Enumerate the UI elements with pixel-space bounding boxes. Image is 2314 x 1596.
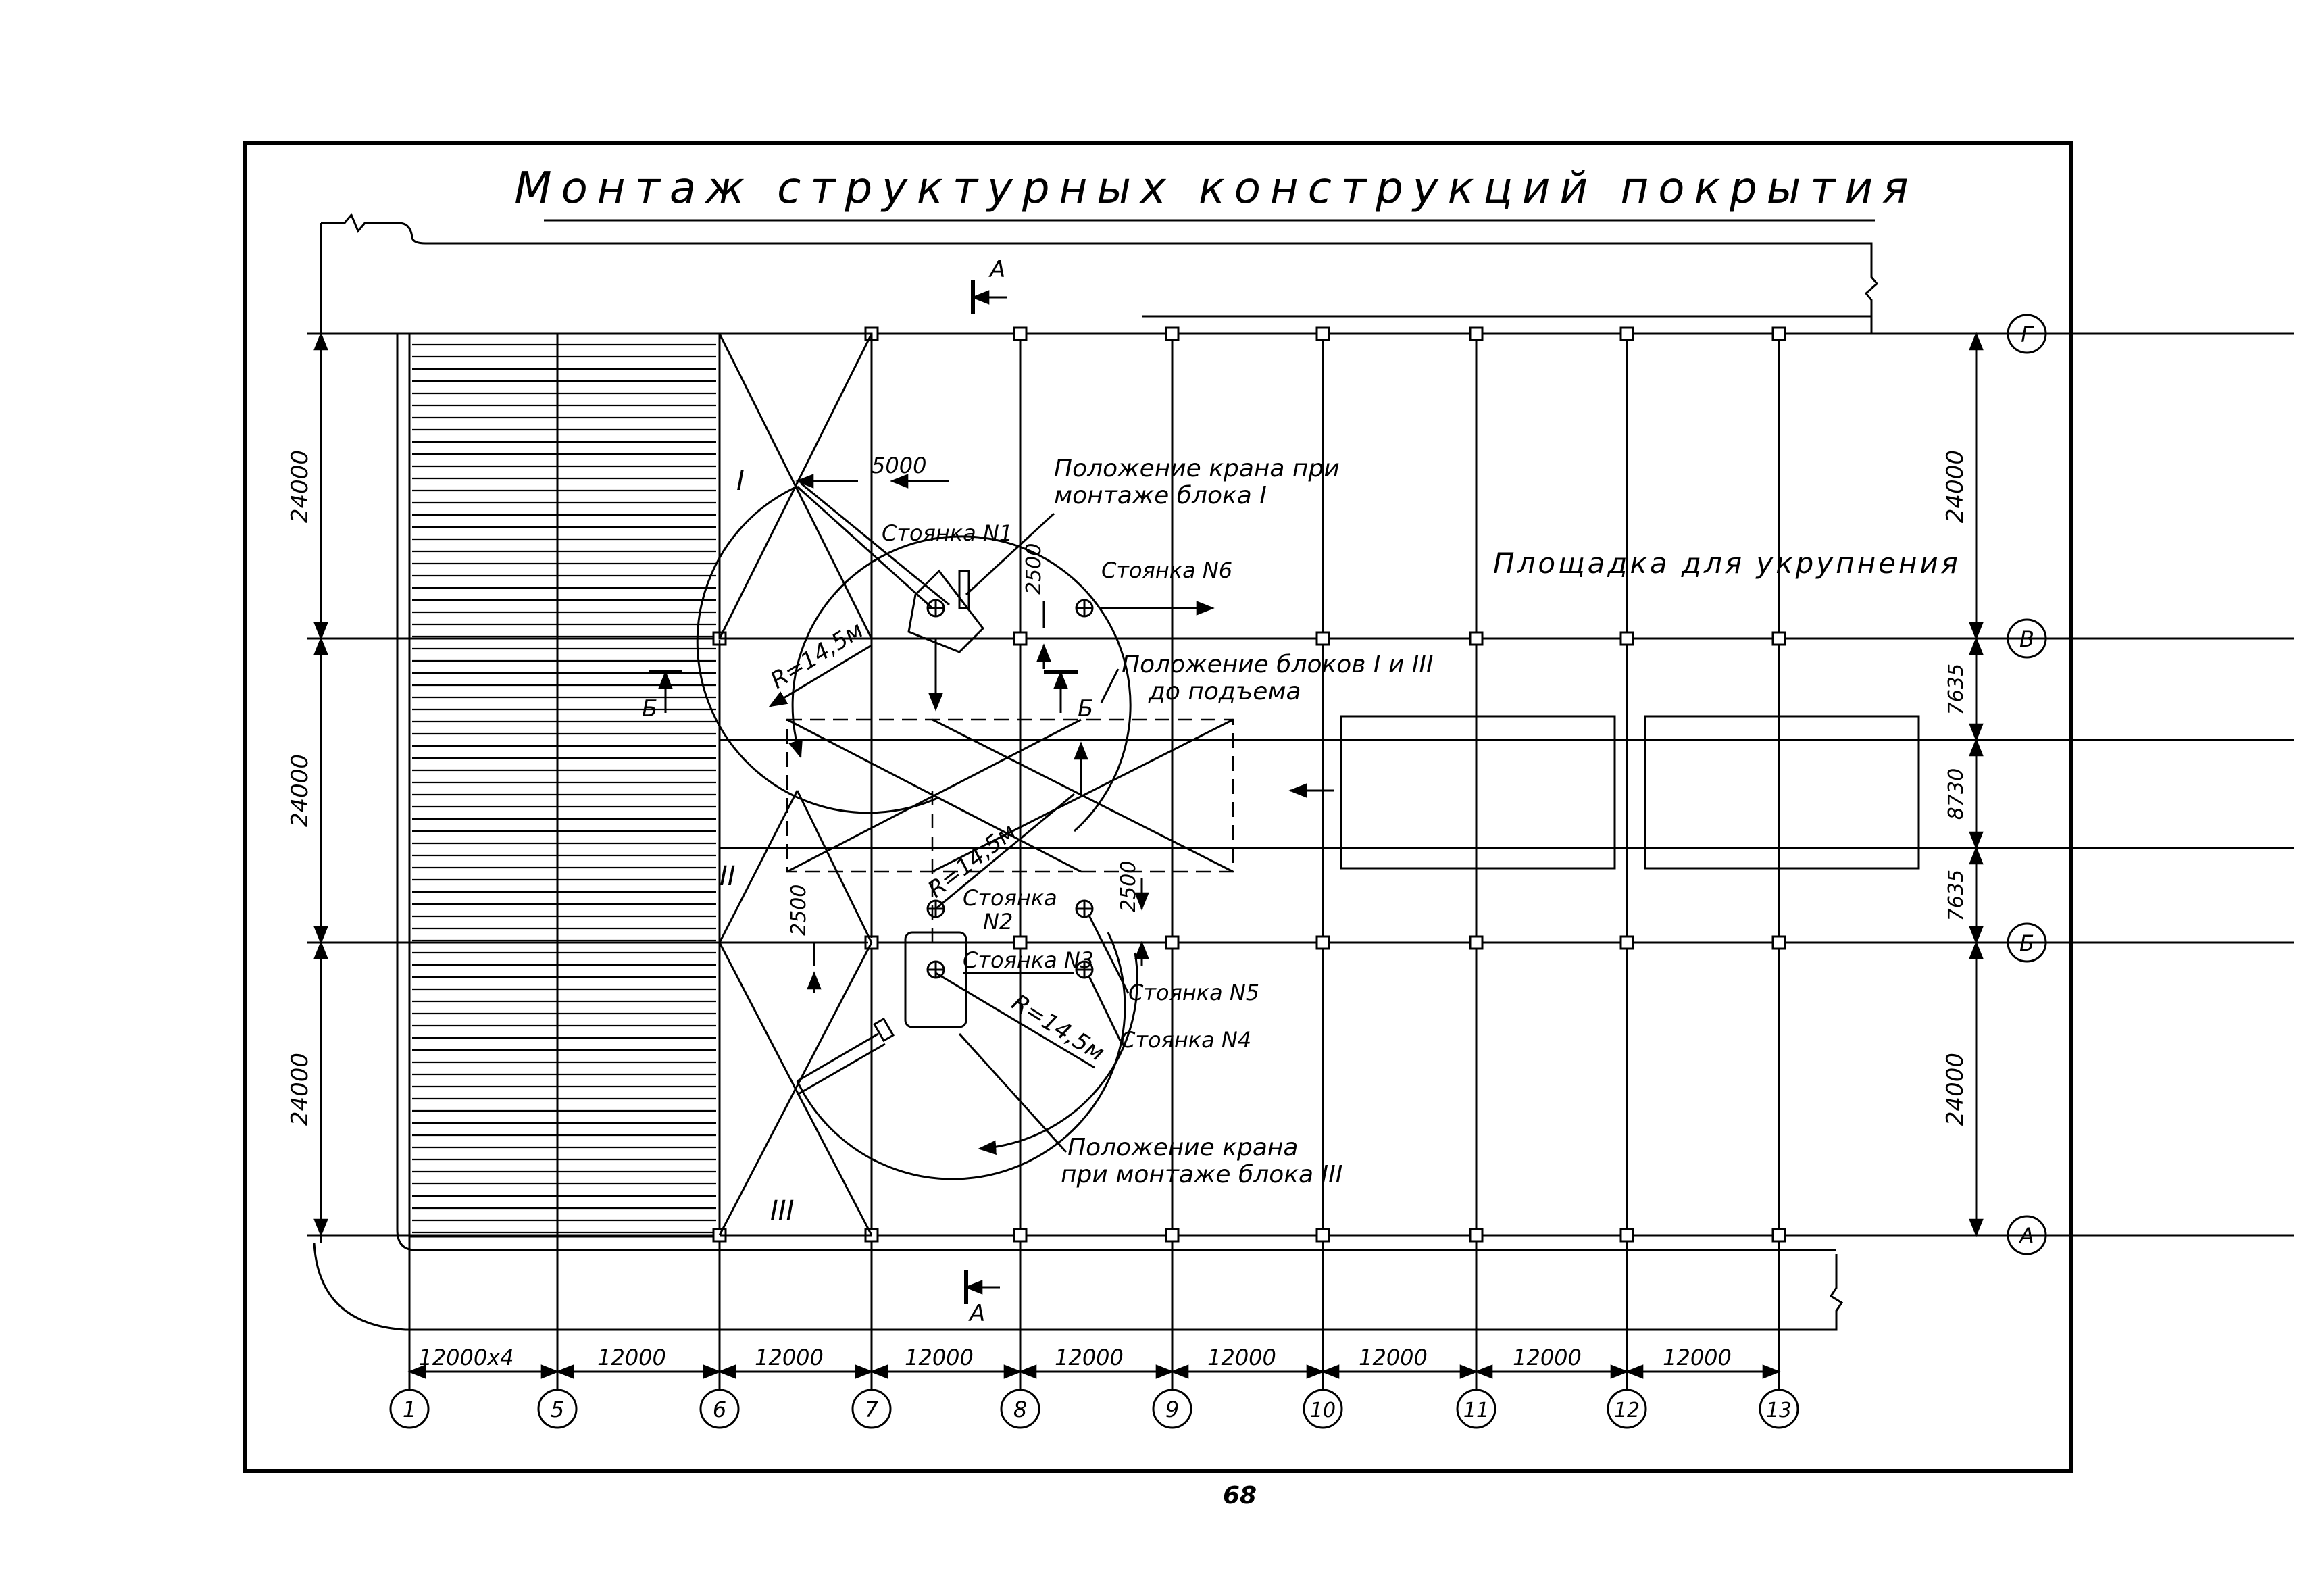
bottom-dim-2: 12000 — [597, 1345, 666, 1370]
crane-block3-label-line1: Положение крана — [1067, 1134, 1299, 1162]
block-label-III: III — [770, 1195, 794, 1226]
crane-block3-leader — [958, 1032, 1067, 1153]
section-marker-aa-top — [971, 280, 1007, 314]
bottom-dim-5: 12000 — [1055, 1345, 1124, 1370]
stop2-label-line1: Стоянка — [963, 885, 1057, 911]
drawing-title: Монтаж структурных конструкций покрытия — [514, 164, 1917, 214]
offset-dimensions — [795, 474, 1149, 993]
radius-3-line — [935, 972, 1095, 1069]
radius-1-line — [768, 644, 872, 707]
axis-row-V: В — [2019, 626, 2034, 652]
bottom-dim-3: 12000 — [755, 1345, 824, 1370]
stop4-label: Стоянка N4 — [1120, 1027, 1251, 1053]
right-dim-3: 8730 — [1944, 768, 1968, 820]
crane-swing-arcs — [696, 485, 1138, 1180]
offset-5000: 5000 — [872, 453, 926, 478]
assembly-area-label: Площадка для укрупнения — [1493, 547, 1961, 580]
radius-3-label: R=14,5м — [1007, 989, 1109, 1067]
bottom-dim-8: 12000 — [1513, 1345, 1582, 1370]
right-dim-4: 7635 — [1944, 870, 1968, 921]
bottom-dim-1: 12000х4 — [418, 1345, 513, 1370]
radius-2-line — [935, 793, 1075, 910]
crane-stops — [926, 599, 1215, 979]
bottom-dim-7: 12000 — [1359, 1345, 1428, 1370]
page-number: 68 — [1223, 1482, 1257, 1510]
axis-col-6: 6 — [713, 1397, 726, 1422]
section-marker-bb-left — [649, 670, 682, 713]
block-label-II: II — [720, 861, 736, 892]
assembly-platforms — [1288, 715, 1920, 870]
crane-block1-label-line2: монтаже блока I — [1054, 482, 1267, 509]
right-dim-5: 24000 — [1942, 1053, 1969, 1126]
section-bb-left-label: Б — [642, 695, 657, 722]
axis-row-B: Б — [2019, 930, 2034, 956]
section-bb-right-label: Б — [1078, 695, 1093, 722]
stop5-label: Стоянка N5 — [1128, 980, 1259, 1005]
blocks-before-label-line1: Положение блоков I и III — [1122, 651, 1434, 678]
stop5-leader — [1088, 915, 1130, 994]
axis-col-5: 5 — [551, 1397, 564, 1422]
offset-2500-a: 2500 — [1022, 543, 1046, 595]
blocks-before-label-line2: до подъема — [1148, 678, 1301, 705]
stop3-label: Стоянка N3 — [963, 947, 1094, 973]
row-axis-lines — [307, 332, 2294, 1237]
left-dim-1: 24000 — [286, 450, 313, 523]
left-dim-3: 24000 — [286, 1053, 313, 1126]
right-dim-2: 7635 — [1944, 664, 1968, 715]
section-aa-top-label: А — [988, 256, 1005, 283]
crane-block1-leader — [965, 512, 1055, 596]
axis-row-G: Г — [2021, 322, 2034, 347]
block-label-I: I — [736, 466, 745, 497]
column-axis-bubbles — [389, 1389, 1799, 1429]
crane-block1-label-line1: Положение крана при — [1054, 455, 1340, 482]
axis-col-1: 1 — [403, 1397, 416, 1422]
stop2-label-line2: N2 — [983, 909, 1013, 934]
axis-row-A: А — [2018, 1223, 2034, 1249]
axis-col-7: 7 — [865, 1397, 879, 1422]
blocks-before-lifting — [720, 718, 2294, 873]
section-marker-aa-bottom — [964, 1270, 1000, 1304]
crane-booms — [796, 482, 984, 1096]
axis-col-10: 10 — [1310, 1399, 1336, 1422]
axis-col-9: 9 — [1165, 1397, 1179, 1422]
stop1-label: Стоянка N1 — [882, 520, 1013, 546]
completed-roof-area — [396, 332, 721, 1251]
axis-col-8: 8 — [1013, 1397, 1027, 1422]
blocks-before-leader — [1100, 668, 1120, 703]
offset-2500-b: 2500 — [787, 884, 811, 936]
right-dim-1: 24000 — [1942, 450, 1969, 523]
bottom-dim-9: 12000 — [1663, 1345, 1732, 1370]
section-marker-bb-right — [1044, 670, 1078, 713]
axis-col-11: 11 — [1463, 1399, 1489, 1422]
drawing-frame — [243, 141, 2073, 1473]
column-posts — [712, 326, 1786, 1243]
bottom-dim-6: 12000 — [1207, 1345, 1276, 1370]
installed-structural-blocks — [718, 332, 873, 1251]
stop6-label: Стоянка N6 — [1101, 557, 1232, 583]
bottom-dim-4: 12000 — [905, 1345, 974, 1370]
row-axis-bubbles — [2007, 314, 2047, 1255]
axis-col-13: 13 — [1766, 1399, 1792, 1422]
left-dim-2: 24000 — [286, 754, 313, 827]
section-aa-bottom-label: А — [968, 1300, 985, 1327]
site-boundary — [313, 213, 1879, 1331]
axis-col-12: 12 — [1614, 1399, 1640, 1422]
offset-2500-c: 2500 — [1117, 861, 1140, 912]
crane-block3-label-line2: при монтаже блока III — [1061, 1161, 1342, 1189]
stop4-leader — [1088, 976, 1122, 1041]
